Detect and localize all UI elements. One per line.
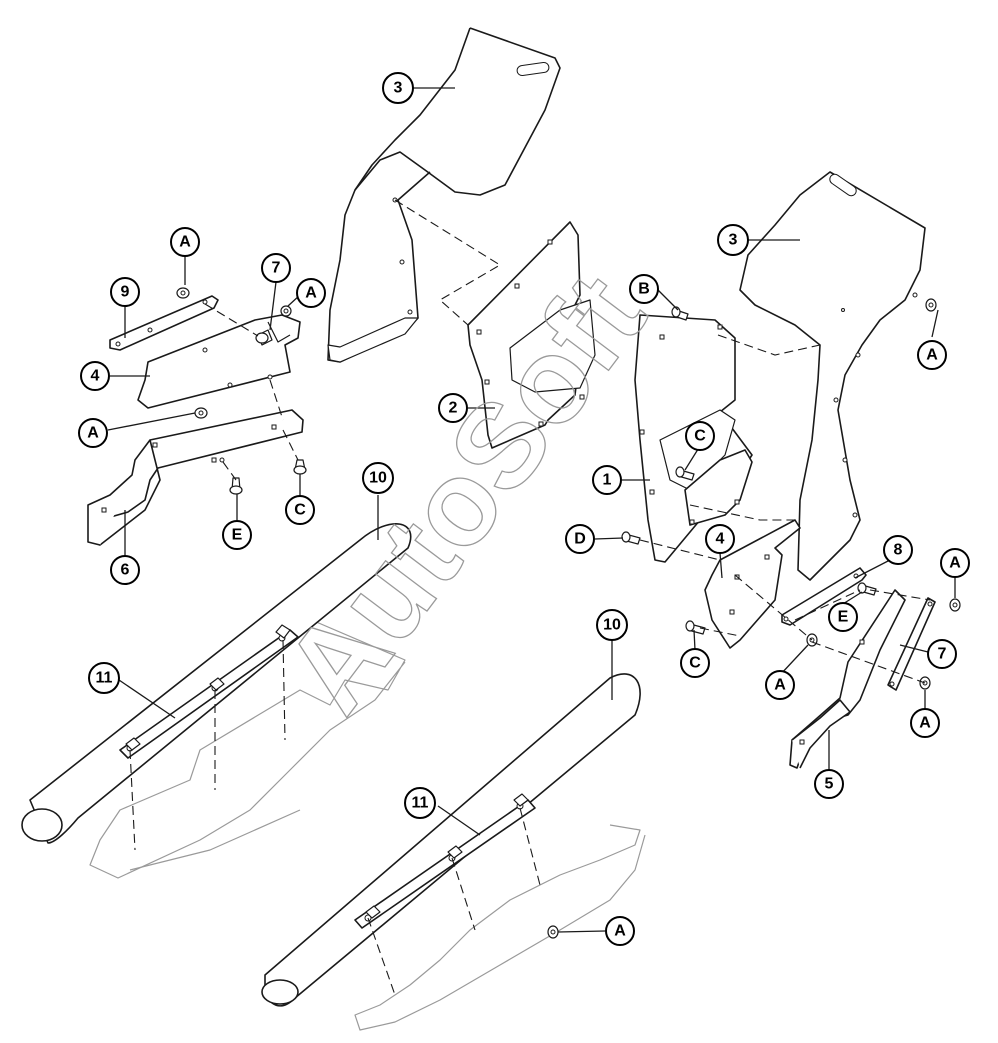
part-2-plate [467, 221, 596, 449]
part-7-left-bracket [255, 329, 273, 346]
ghost-rail-right [354, 824, 646, 1031]
nut-a-bottom-icon [547, 925, 559, 939]
callout-c-mid: C [685, 421, 715, 451]
bolt-e-left-icon [229, 477, 243, 495]
svg-text:10: 10 [603, 617, 621, 634]
bolt-c-left-icon [293, 459, 307, 475]
leader-lines [107, 87, 956, 933]
nut-a-far-right-icon [949, 598, 961, 612]
svg-text:A: A [179, 234, 191, 251]
svg-text:A: A [305, 285, 317, 302]
svg-text:4: 4 [91, 368, 100, 385]
callout-4-right: 4 [705, 524, 735, 554]
svg-text:A: A [926, 347, 938, 364]
svg-text:8: 8 [894, 542, 903, 559]
callout-a-far-right: A [940, 548, 970, 578]
callout-a-right-top: A [917, 340, 947, 370]
svg-text:7: 7 [938, 646, 947, 663]
callout-1: 1 [592, 465, 622, 495]
callout-9: 9 [110, 277, 140, 307]
part-3-left-shield [327, 27, 561, 363]
callout-10-left: 10 [362, 462, 394, 494]
svg-text:A: A [949, 555, 961, 572]
svg-text:7: 7 [272, 260, 281, 277]
part-9-bracket [109, 295, 219, 351]
callout-a-right-low: A [910, 708, 940, 738]
callout-a-left-lower: A [78, 418, 108, 448]
svg-text:10: 10 [369, 470, 387, 487]
svg-text:E: E [232, 527, 243, 544]
callout-6: 6 [110, 555, 140, 585]
svg-text:A: A [87, 425, 99, 442]
part-8-bar [781, 567, 867, 626]
assembly-lines [129, 199, 931, 996]
callout-b: B [629, 274, 659, 304]
callouts: 3 3 A 7 A 9 4 A C E 6 2 B C 1 D 4 A 8 A … [78, 72, 970, 946]
callout-a-right-mid: A [765, 670, 795, 700]
callout-a-left-mid: A [296, 278, 326, 308]
strap-bolts-icon [125, 624, 529, 919]
svg-text:5: 5 [825, 776, 834, 793]
callout-10-right: 10 [596, 609, 628, 641]
part-10-right-tube [261, 673, 641, 1007]
nut-a-left-mid-icon [280, 305, 292, 317]
callout-d: D [565, 524, 595, 554]
bolt-c-right-icon [685, 620, 706, 635]
svg-text:1: 1 [603, 472, 612, 489]
bolt-d-icon [621, 531, 641, 545]
svg-text:C: C [689, 655, 701, 672]
callout-3-left: 3 [382, 72, 414, 104]
part-5-panel [789, 589, 906, 769]
svg-text:C: C [694, 428, 706, 445]
part-3-right-shield [739, 171, 926, 581]
bolt-c-mid-icon [675, 466, 695, 481]
ghost-rail-left [89, 614, 406, 879]
callout-7-left: 7 [261, 253, 291, 283]
nut-a-left-lower-icon [194, 407, 208, 419]
callout-3-right: 3 [717, 224, 749, 256]
callout-c-right: C [680, 648, 710, 678]
callout-e-right: E [828, 602, 858, 632]
callout-2: 2 [438, 393, 468, 423]
svg-text:D: D [574, 531, 586, 548]
svg-text:3: 3 [394, 80, 403, 97]
callout-8: 8 [883, 535, 913, 565]
callout-e-left: E [222, 520, 252, 550]
callout-7-right: 7 [927, 639, 957, 669]
svg-text:6: 6 [121, 562, 130, 579]
callout-5: 5 [814, 769, 844, 799]
svg-text:2: 2 [449, 400, 458, 417]
svg-text:A: A [614, 923, 626, 940]
callout-a-bottom: A [605, 916, 635, 946]
svg-text:4: 4 [716, 531, 725, 548]
svg-text:B: B [638, 281, 650, 298]
svg-text:A: A [919, 715, 931, 732]
callout-c-left: C [285, 495, 315, 525]
svg-text:9: 9 [121, 284, 130, 301]
svg-text:3: 3 [729, 232, 738, 249]
callout-11-left: 11 [88, 662, 120, 694]
svg-text:C: C [294, 502, 306, 519]
nut-a-right-top-icon [925, 298, 937, 312]
svg-text:11: 11 [96, 670, 113, 687]
svg-text:11: 11 [412, 795, 429, 812]
nut-a-left-top-icon [176, 287, 190, 299]
svg-text:A: A [774, 677, 786, 694]
callout-11-right: 11 [404, 787, 436, 819]
part-6-panel [87, 409, 304, 546]
svg-text:E: E [838, 609, 849, 626]
callout-4-left: 4 [80, 361, 110, 391]
callout-a-top-left: A [170, 227, 200, 257]
part-4-right-bracket [704, 519, 801, 649]
part-7-right-bar [887, 597, 936, 691]
